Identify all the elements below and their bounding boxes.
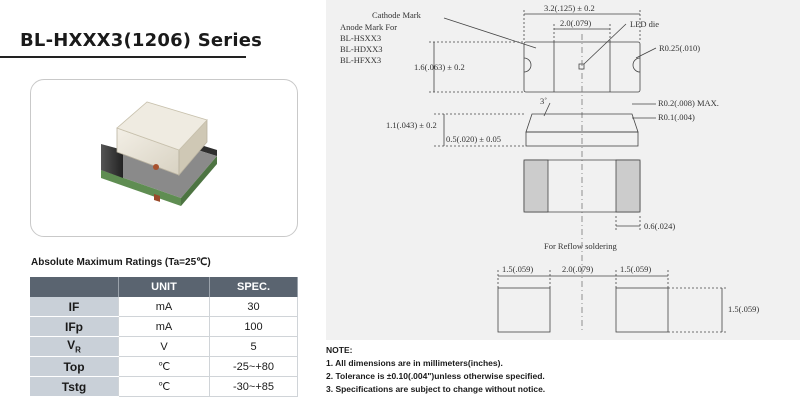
dimension-drawing: Cathode Mark Anode Mark For BL-HSXX3 BL-… bbox=[326, 0, 800, 340]
param-cell: IF bbox=[30, 297, 119, 317]
title-underline bbox=[0, 56, 246, 58]
spec-cell: 100 bbox=[209, 316, 298, 337]
note-item: 2. Tolerance is ±0.10(.004")unless other… bbox=[326, 371, 545, 381]
notes-heading: NOTE: bbox=[326, 345, 353, 355]
label-cathode-mark: Cathode Mark bbox=[372, 10, 422, 20]
die-square bbox=[578, 63, 585, 70]
param-cell: IFp bbox=[30, 316, 119, 337]
led-body-top bbox=[116, 101, 208, 151]
table-row: Top ℃ -25~+80 bbox=[30, 356, 298, 377]
spec-cell: 5 bbox=[209, 336, 298, 357]
dim-inner: 2.0(.079) bbox=[560, 18, 591, 28]
dim-base: 0.5(.020) ± 0.05 bbox=[446, 134, 501, 144]
param-symbol: V bbox=[67, 338, 76, 353]
unit-cell: ℃ bbox=[118, 356, 210, 377]
param-cell: Top bbox=[30, 356, 119, 377]
ratings-table: UNIT SPEC. IF mA 30 IFp mA 100 VR V 5 To… bbox=[30, 277, 298, 397]
note-item: 1. All dimensions are in millimeters(inc… bbox=[326, 358, 503, 368]
page-title: BL-HXXX3(1206) Series bbox=[20, 30, 263, 51]
side-view-base bbox=[525, 131, 639, 147]
notes-block: NOTE: 1. All dimensions are in millimete… bbox=[326, 344, 545, 396]
dim-radius-max: R0.2(.008) MAX. bbox=[658, 98, 719, 108]
product-photo bbox=[30, 79, 298, 237]
label-model-2: BL-HDXX3 bbox=[340, 44, 383, 54]
spec-cell: -25~+80 bbox=[209, 356, 298, 377]
spec-cell: 30 bbox=[209, 297, 298, 317]
dim-radius-top: R0.25(.010) bbox=[659, 43, 700, 53]
table-row: Tstg ℃ -30~+85 bbox=[30, 376, 298, 397]
table-row: IFp mA 100 bbox=[30, 316, 298, 337]
note-item: 3. Specifications are subject to change … bbox=[326, 384, 546, 394]
bottom-pad-right bbox=[615, 159, 641, 213]
param-cell: VR bbox=[30, 336, 119, 357]
drawing-svg: Cathode Mark Anode Mark For BL-HSXX3 BL-… bbox=[340, 3, 759, 333]
dim-height: 1.1(.043) ± 0.2 bbox=[386, 120, 437, 130]
unit-cell: mA bbox=[118, 297, 210, 317]
header-param bbox=[30, 277, 119, 297]
unit-cell: V bbox=[118, 336, 210, 357]
table-header-row: UNIT SPEC. bbox=[30, 277, 298, 297]
label-model-1: BL-HSXX3 bbox=[340, 33, 381, 43]
unit-cell: ℃ bbox=[118, 376, 210, 397]
param-subscript: R bbox=[75, 345, 81, 355]
dim-pad: 0.6(.024) bbox=[644, 221, 675, 231]
spec-cell: -30~+85 bbox=[209, 376, 298, 397]
label-led-die: LED die bbox=[630, 19, 659, 29]
pcb-edge bbox=[101, 170, 181, 206]
dim-angle: 3˚ bbox=[540, 96, 547, 106]
table-row: IF mA 30 bbox=[30, 297, 298, 317]
label-model-3: BL-HFXX3 bbox=[340, 55, 381, 65]
reflow-dim-center: 2.0(.079) bbox=[562, 264, 593, 274]
header-unit: UNIT bbox=[118, 277, 210, 297]
param-cell: Tstg bbox=[30, 376, 119, 397]
dim-width: 1.6(.063) ± 0.2 bbox=[414, 62, 465, 72]
unit-cell: mA bbox=[118, 316, 210, 337]
led-die bbox=[154, 193, 160, 202]
ratings-heading: Absolute Maximum Ratings (Ta=25℃) bbox=[31, 257, 211, 268]
label-anode-mark: Anode Mark For bbox=[340, 22, 397, 32]
reflow-pad-right bbox=[615, 287, 669, 333]
reflow-dim-left: 1.5(.059) bbox=[502, 264, 533, 274]
led-illustration bbox=[101, 101, 217, 206]
reflow-dim-side: 1.5(.059) bbox=[728, 304, 759, 314]
reflow-pad-left bbox=[497, 287, 551, 333]
bottom-pad-left bbox=[523, 159, 549, 213]
header-spec: SPEC. bbox=[209, 277, 298, 297]
dim-radius-small: R0.1(.004) bbox=[658, 112, 695, 122]
table-row: VR V 5 bbox=[30, 336, 298, 357]
reflow-title: For Reflow soldering bbox=[544, 241, 617, 251]
reflow-dim-right: 1.5(.059) bbox=[620, 264, 651, 274]
dim-length: 3.2(.125) ± 0.2 bbox=[544, 3, 595, 13]
